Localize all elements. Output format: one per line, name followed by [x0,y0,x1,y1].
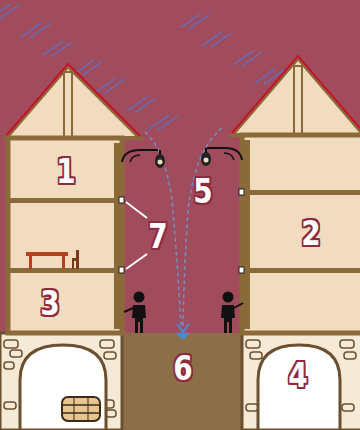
rain-stroke [52,42,72,56]
leader-lines [126,202,147,269]
rain-stroke [189,15,209,29]
rain-stroke [255,69,275,83]
barrel [62,397,100,421]
rain-stroke [233,51,253,65]
water-flow [145,128,222,326]
puddle [176,333,190,340]
street-ground [120,333,242,430]
rain-stroke [149,115,169,129]
rain-stroke [211,33,231,47]
right-house [232,56,360,333]
rain-stroke [180,14,200,28]
rain-stroke [136,98,156,112]
callout-number: 2 [301,216,320,250]
flow-arrowhead [177,324,189,332]
rain-stroke [21,23,41,37]
rain-stroke [202,32,222,46]
rain-stroke [30,24,50,38]
rain-stroke [127,97,147,111]
rain-stroke [83,61,103,75]
right-cellar [242,333,360,430]
rain-stroke [43,41,63,55]
callout-number: 5 [193,174,212,208]
callout-number: 3 [40,286,59,320]
rain-stroke [0,5,19,19]
callout-number: 6 [173,351,192,385]
callout-number: 4 [288,358,307,392]
people [124,292,243,334]
callout-number: 7 [148,219,167,253]
street-lamps [122,148,242,168]
rain-stroke [158,116,178,130]
rain-stroke [105,79,125,93]
left-cellar [0,333,122,430]
rain-stroke [0,4,10,18]
callout-number: 1 [56,154,75,188]
left-house [6,64,140,333]
rain-stroke [96,78,116,92]
rain-stroke [242,52,262,66]
table [26,250,79,269]
